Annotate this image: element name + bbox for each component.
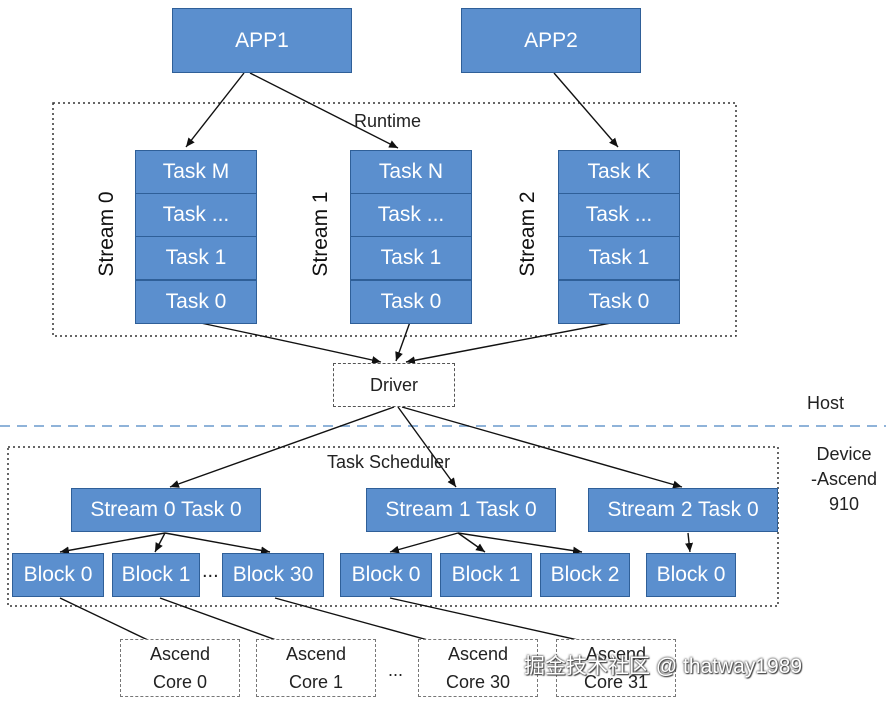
block-s0-0: Block 0	[12, 553, 104, 597]
stream0-task-m: Task M	[135, 150, 257, 194]
arrows	[59, 72, 694, 655]
core-ellipsis: ...	[388, 660, 404, 680]
arrow-stream0-driver	[195, 321, 382, 364]
stream1-task-1: Task 1	[350, 236, 472, 280]
stream1-task-ellipsis: Task ...	[350, 193, 472, 237]
stream0-task0-box: Stream 0 Task 0	[71, 488, 261, 532]
app2-box: APP2	[461, 8, 641, 73]
device-label: Device -Ascend 910	[804, 442, 884, 517]
stream0-task-ellipsis: Task ...	[135, 193, 257, 237]
app1-label: APP1	[235, 28, 289, 52]
task-scheduler-label: Task Scheduler	[327, 452, 451, 472]
device-label-line1: Device	[816, 444, 872, 464]
watermark: 掘金技术社区 @ thatway1989	[524, 655, 803, 678]
stream2-task-1: Task 1	[558, 236, 680, 280]
stream2-task-ellipsis: Task ...	[558, 193, 680, 237]
stream2-task-k: Task K	[558, 150, 680, 194]
stream1-task-0: Task 0	[350, 280, 472, 324]
device-label-line3: 910	[828, 494, 860, 514]
device-label-line2: -Ascend	[810, 469, 878, 489]
block-s0-30: Block 30	[222, 553, 324, 597]
arrow-st0-block1	[154, 532, 166, 553]
block-s1-2: Block 2	[540, 553, 630, 597]
stream0-task-0: Task 0	[135, 280, 257, 324]
stream1-task0-box: Stream 1 Task 0	[366, 488, 556, 532]
task-scheduler-container	[7, 446, 779, 607]
stream1-task-n: Task N	[350, 150, 472, 194]
arrow-app1-stream1	[249, 72, 399, 149]
arrow-st2-block0	[685, 532, 694, 553]
arrow-stream2-driver	[405, 321, 617, 365]
arrow-stream1-driver	[395, 321, 411, 362]
arrow-st1-block1	[457, 532, 486, 553]
stream2-label: Stream 2	[516, 191, 539, 277]
driver-label: Driver	[370, 374, 418, 395]
runtime-container	[52, 102, 737, 337]
block-s1-0: Block 0	[340, 553, 432, 597]
stream2-task0-box: Stream 2 Task 0	[588, 488, 778, 532]
runtime-label: Runtime	[354, 111, 422, 131]
block-s0-1: Block 1	[112, 553, 200, 597]
stream1-label: Stream 1	[309, 191, 332, 277]
arrow-st1-block0	[389, 532, 459, 554]
app2-label: APP2	[524, 28, 578, 52]
stream0-label: Stream 0	[95, 191, 118, 277]
arrow-driver-st2	[401, 406, 683, 489]
arrow-st0-block30	[164, 532, 271, 555]
stream0-task-1: Task 1	[135, 236, 257, 280]
host-label: Host	[807, 393, 845, 413]
app1-box: APP1	[172, 8, 352, 73]
arrow-app2-stream2	[553, 72, 619, 148]
block-ellipsis: ...	[202, 560, 219, 582]
block-s2-0: Block 0	[646, 553, 736, 597]
stream2-task-0: Task 0	[558, 280, 680, 324]
driver-box: Driver	[333, 363, 455, 407]
arrow-app1-stream0	[185, 72, 245, 148]
block-s1-1: Block 1	[440, 553, 532, 597]
arrow-driver-st1	[397, 406, 457, 488]
arrow-st0-block0	[59, 532, 166, 555]
arrow-driver-st0	[169, 406, 395, 488]
arrow-st1-block2	[457, 532, 583, 555]
